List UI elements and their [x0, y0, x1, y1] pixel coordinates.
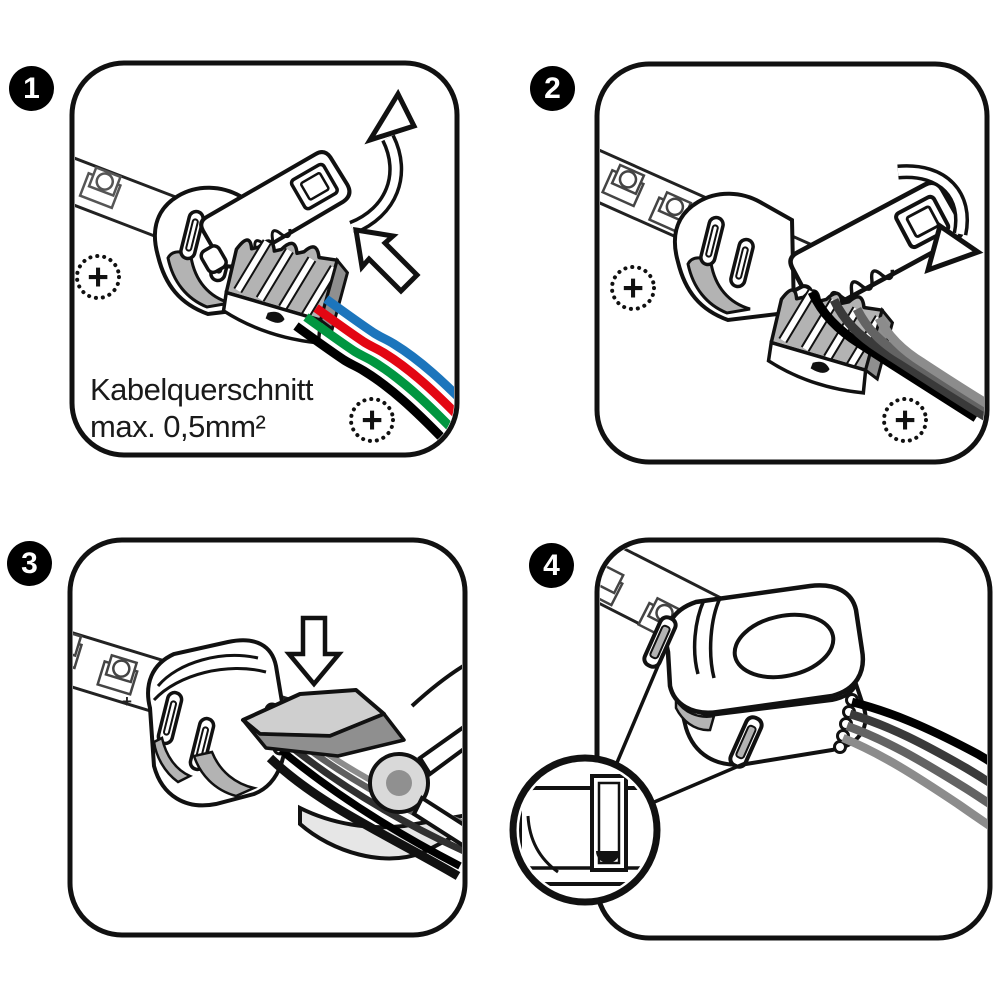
- wire-bundle-edge: [266, 754, 461, 880]
- wire-blue: [323, 295, 454, 417]
- straight-arrow-insert-wires-icon: [352, 226, 421, 295]
- step-badge-4: 4: [529, 543, 574, 588]
- wire-dark-1: [850, 697, 987, 770]
- panel-border: [69, 60, 460, 458]
- step-4-illustration: − +: [600, 543, 987, 834]
- polarity-plus-marker: +: [610, 265, 656, 311]
- gray-wires: [841, 697, 987, 834]
- latch-hook-icon: [596, 851, 620, 863]
- polarity-plus-marker: +: [75, 254, 121, 300]
- pliers-handle-upper: [417, 721, 462, 777]
- wire-dark-1: [807, 290, 979, 422]
- plus-icon: +: [87, 257, 109, 298]
- magnifier-callout-lines: [614, 653, 749, 805]
- rgb-wires: [293, 295, 454, 444]
- latch-slot: [642, 615, 678, 669]
- wire-channels: [233, 239, 339, 319]
- step-3-illustration: − +: [73, 615, 462, 880]
- wire-dark-2: [829, 297, 984, 424]
- wire-black: [293, 322, 448, 444]
- wire-red: [313, 304, 454, 426]
- step-number: 3: [21, 547, 38, 580]
- wire-clamp: [766, 288, 895, 395]
- step-badge-2: 2: [530, 66, 575, 111]
- led-chip-icon: [600, 163, 646, 208]
- lid-oval-recess: [732, 612, 836, 680]
- step-number: 2: [544, 72, 561, 105]
- led-chip-icon: [96, 653, 139, 696]
- lid-ridge: [708, 597, 722, 679]
- connector-rear-cap: [672, 191, 797, 323]
- step-1-panel: + + Kabelquerschnitt max. 0,5mm²: [69, 60, 460, 458]
- body-shading: [152, 736, 193, 784]
- step-3-panel: − +: [67, 537, 468, 938]
- latch-detail: [519, 774, 651, 886]
- step-1-illustration: + + Kabelquerschnitt max. 0,5mm²: [75, 88, 454, 444]
- gray-wires: [807, 290, 984, 424]
- clamp-notch: [810, 361, 830, 373]
- wire-green: [303, 313, 454, 435]
- cable-cross-section-value: max. 0,5mm²: [90, 409, 266, 444]
- pliers-upper-jaw-front: [241, 712, 406, 758]
- step-number: 1: [23, 72, 40, 105]
- wire-dark-3: [276, 734, 462, 856]
- body-shading: [192, 750, 258, 798]
- pliers: [241, 660, 462, 849]
- polarity-plus-marker: +: [882, 397, 928, 443]
- step-2-panel: + +: [594, 61, 990, 465]
- latch-slot: [179, 209, 205, 261]
- led-chip-icon: [600, 561, 625, 607]
- closed-connector: [642, 583, 868, 769]
- pliers-arm-outline: [410, 660, 462, 708]
- connector-lid-open: [199, 150, 352, 275]
- wire-dark-4: [278, 747, 462, 870]
- wire-dark-2: [848, 709, 987, 791]
- plus-icon: +: [622, 268, 644, 309]
- step-4-panel: − +: [509, 537, 993, 941]
- step-2-illustration: + +: [600, 147, 984, 443]
- step-badge-3: 3: [7, 541, 52, 586]
- lid-ridge: [692, 599, 706, 675]
- pliers-handle-lower: [411, 795, 462, 849]
- panel-border: [594, 61, 990, 465]
- panel-border: [67, 537, 468, 938]
- latch-slot: [729, 237, 755, 289]
- curved-arrow-open-lid-icon: [348, 88, 418, 235]
- wire-dark-3: [845, 722, 987, 812]
- body-shading: [674, 695, 716, 732]
- wire-channels: [778, 289, 884, 369]
- plus-icon: +: [361, 400, 383, 441]
- wire-dark-4: [841, 734, 987, 834]
- plus-icon: +: [894, 400, 916, 441]
- pliers-pivot-hole: [386, 770, 412, 796]
- latch-slot: [699, 215, 725, 267]
- step-badge-1: 1: [9, 66, 54, 111]
- led-chip-icon: [73, 627, 84, 670]
- down-arrow-press-icon: [284, 615, 344, 688]
- strip-plus-mark: +: [122, 692, 132, 711]
- clamp-notch: [265, 311, 285, 323]
- curved-arrow-close-lid-icon: [897, 164, 984, 274]
- cable-cross-section-label: Kabelquerschnitt: [90, 372, 314, 407]
- polarity-plus-marker: +: [349, 397, 395, 443]
- panel-border: [594, 537, 993, 941]
- wire-dark-4: [874, 315, 984, 421]
- step-number: 4: [543, 549, 560, 582]
- led-chip-icon: [78, 165, 123, 210]
